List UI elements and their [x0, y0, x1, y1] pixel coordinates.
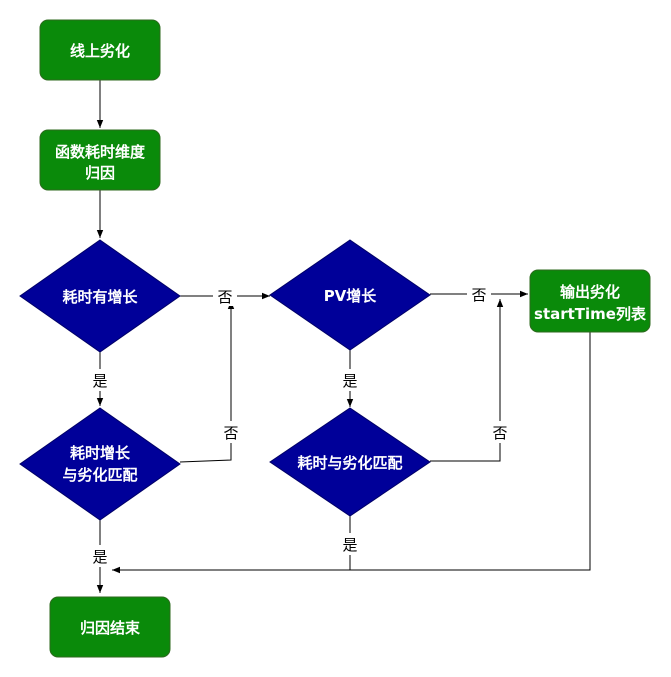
decision-pv-increase-label: PV增长 — [324, 287, 378, 305]
decision-time-increase-match-line1: 耗时增长 — [70, 444, 131, 462]
decision-time-match: 耗时与劣化匹配 — [269, 407, 431, 517]
edge-label-no: 否 — [217, 288, 232, 306]
edge-label-bg — [487, 421, 513, 443]
decision-time-increase-match-line2: 与劣化匹配 — [62, 466, 137, 484]
decision-time-increase-match: 耗时增长 与劣化匹配 — [19, 407, 181, 521]
edge-label-no: 否 — [471, 286, 486, 304]
edge-label-bg — [87, 369, 113, 391]
edge-label-yes: 是 — [342, 536, 357, 554]
edge-label-yes: 是 — [342, 372, 357, 390]
node-function-time-attribution-line2: 归因 — [85, 164, 115, 182]
node-function-time-attribution: 函数耗时维度 归因 — [39, 129, 161, 191]
edge-label-bg — [213, 286, 237, 306]
edge-label-bg — [337, 369, 363, 391]
node-function-time-attribution-line1: 函数耗时维度 — [55, 143, 146, 161]
decision-time-increase: 耗时有增长 — [19, 239, 181, 353]
edge-time-increase-match-no — [179, 301, 235, 463]
decision-time-increase-label: 耗时有增长 — [62, 288, 138, 306]
edge-label-no: 否 — [492, 424, 507, 442]
node-attribution-end-label: 归因结束 — [80, 619, 141, 637]
edge-output-to-end — [350, 332, 591, 571]
node-output-list-line1: 输出劣化 — [560, 283, 620, 301]
edge-label-bg — [467, 284, 491, 304]
node-output-list: 输出劣化 startTime列表 — [529, 269, 651, 333]
node-attribution-end: 归因结束 — [49, 596, 171, 658]
edge-label-bg — [337, 533, 363, 555]
edge-label-bg — [87, 545, 113, 567]
edge-label-yes: 是 — [92, 548, 107, 566]
edge-label-yes: 是 — [92, 372, 107, 390]
edge-time-match-no — [430, 299, 504, 462]
edge-label-no: 否 — [223, 424, 238, 442]
edge-label-bg — [218, 421, 244, 443]
node-online-degradation: 线上劣化 — [39, 19, 161, 81]
decision-time-match-label: 耗时与劣化匹配 — [297, 454, 402, 472]
edge-time-match-yes — [112, 516, 351, 574]
node-output-list-line2: startTime列表 — [534, 305, 647, 323]
node-online-degradation-label: 线上劣化 — [70, 42, 130, 60]
decision-pv-increase: PV增长 — [269, 239, 431, 351]
